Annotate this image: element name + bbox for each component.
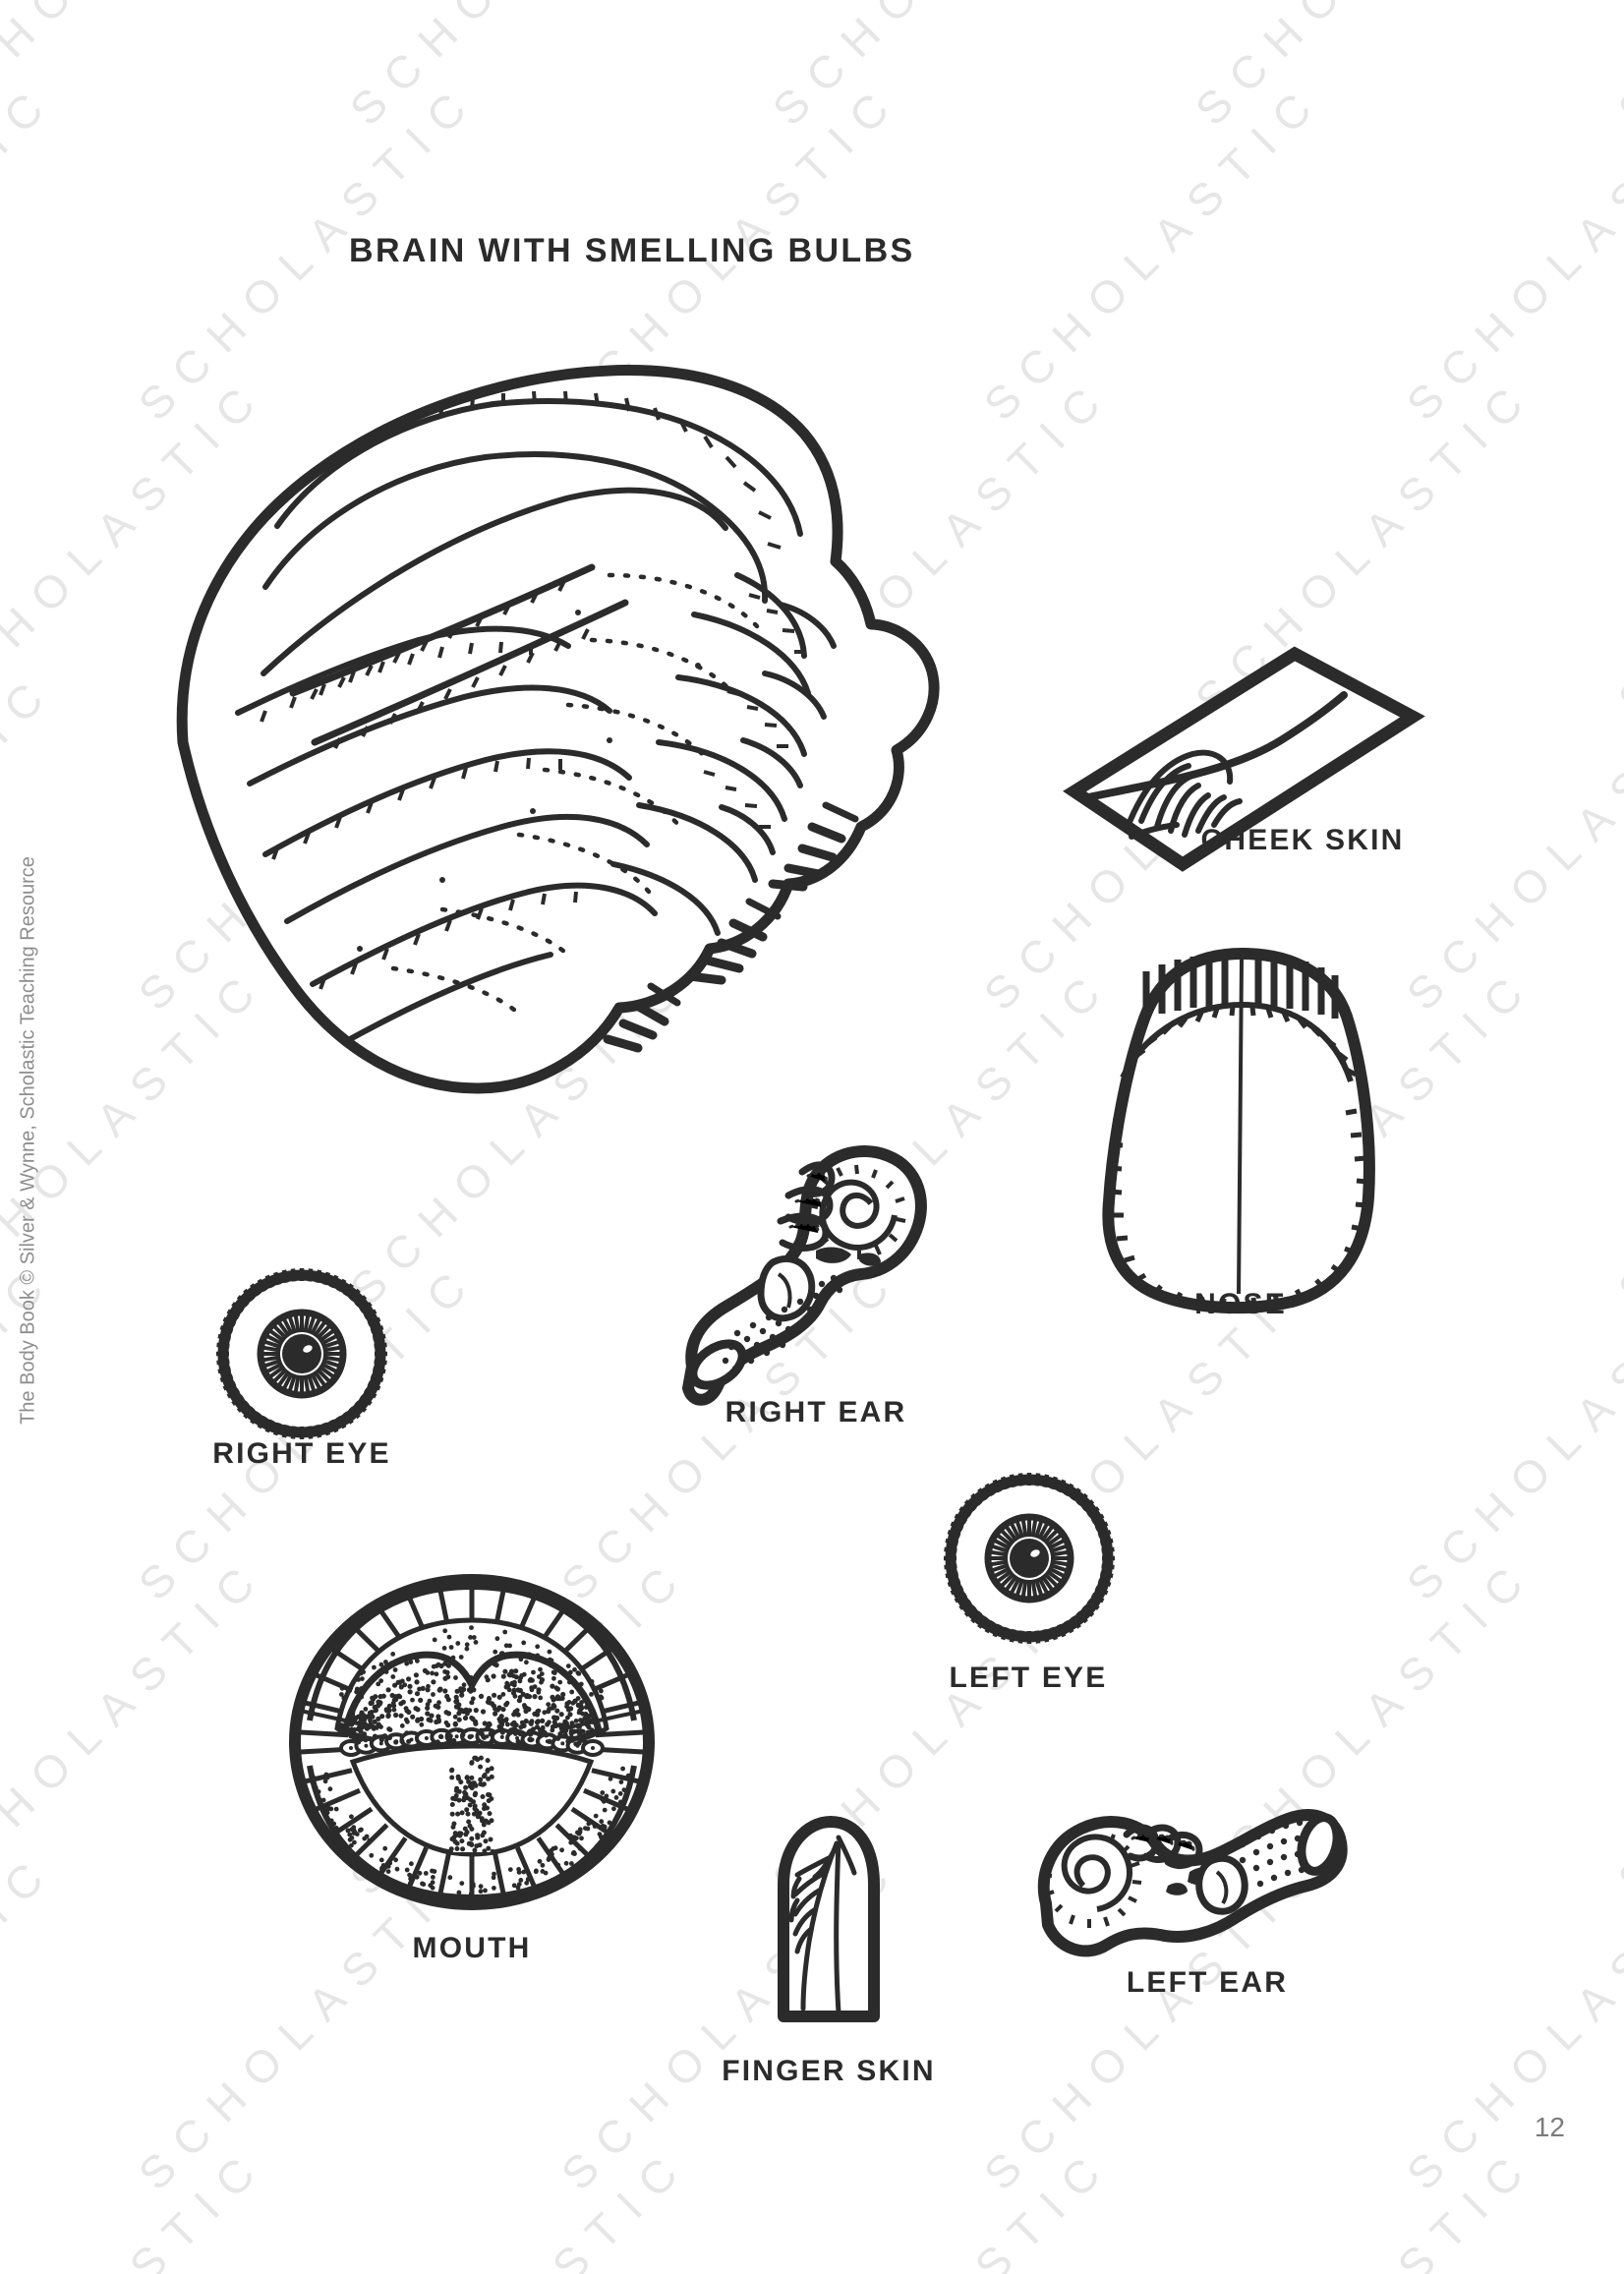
label-finger-skin: FINGER SKIN: [722, 2055, 936, 2087]
figure-left-ear: [1024, 1801, 1349, 1988]
label-left-ear: LEFT EAR: [1126, 1966, 1289, 1999]
figure-mouth: [280, 1573, 664, 1917]
label-nose: NOSE: [1194, 1288, 1287, 1320]
label-cheek-skin: CHEEK SKIN: [1200, 824, 1405, 856]
copyright-credit-text: The Body Book © Silver & Wynne, Scholast…: [17, 856, 39, 1425]
label-right-eye: RIGHT EYE: [212, 1437, 391, 1470]
copyright-credit: The Body Book © Silver & Wynne, Scholast…: [14, 816, 43, 1465]
figure-right-ear: [678, 1140, 944, 1416]
cheek-skin-illustration: [1063, 646, 1425, 872]
smelling-bulb-fringe: [603, 822, 846, 1053]
left-ear-illustration: [1037, 1809, 1348, 1957]
mouth-illustration: [289, 1574, 655, 1910]
right-ear-illustration: [682, 1145, 927, 1406]
figure-right-eye: [208, 1260, 395, 1447]
left-eye-illustration: [944, 1473, 1115, 1644]
canal-stipple: [722, 1274, 843, 1372]
nose-illustration: [1102, 948, 1375, 1314]
page-title: BRAIN WITH SMELLING BULBS: [349, 232, 915, 269]
page-number: 12: [1534, 2112, 1565, 2142]
label-mouth: MOUTH: [412, 1932, 532, 1964]
figure-left-eye: [936, 1465, 1123, 1652]
label-right-ear: RIGHT EAR: [725, 1396, 907, 1429]
figure-finger-skin: [770, 1814, 888, 2030]
figure-brain: [147, 280, 1091, 1244]
brain-illustration: [176, 365, 940, 1094]
right-eye-illustration: [216, 1268, 387, 1439]
canal-stipple: [1239, 1819, 1305, 1903]
finger-skin-illustration: [778, 1816, 880, 2022]
figure-cheek-skin: [1063, 634, 1425, 880]
figure-nose: [1099, 944, 1384, 1327]
label-left-eye: LEFT EYE: [949, 1662, 1108, 1694]
